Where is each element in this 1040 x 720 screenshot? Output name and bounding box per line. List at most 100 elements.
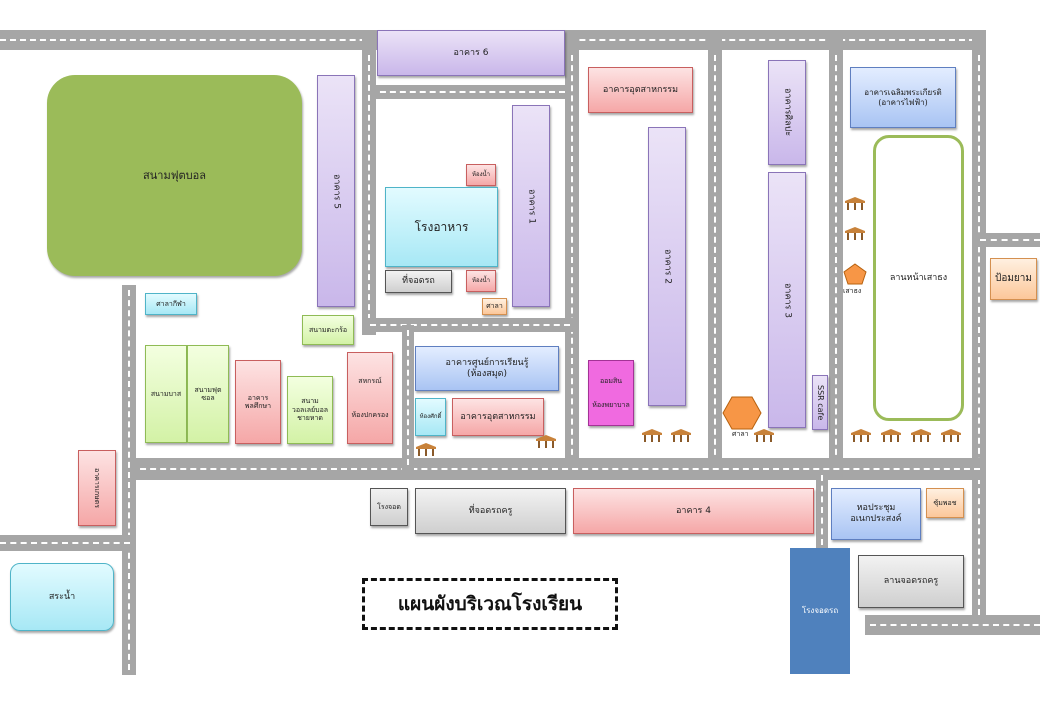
- counsel-room: ห้องศักดิ์: [415, 398, 446, 436]
- industrial-building-label: อาคารอุตสาหกรรม: [602, 84, 679, 95]
- map-title: แผนผังบริเวณโรงเรียน: [362, 578, 618, 630]
- pavilion-icon: [536, 435, 556, 448]
- learning-center: อาคารศูนย์การเรียนรู้ (ห้องสมุด): [415, 346, 559, 391]
- building-4: อาคาร 4: [573, 488, 814, 534]
- building-1: อาคาร 1: [512, 105, 550, 307]
- building-1-label: อาคาร 1: [526, 188, 537, 224]
- road-v-405-dash: [407, 330, 409, 465]
- flagpole-icon: [843, 263, 867, 285]
- learning-center-label: อาคารศูนย์การเรียนรู้ (ห้องสมุด): [445, 357, 529, 379]
- agri-building-label: อาคารเกษตร: [93, 467, 102, 509]
- agriculture-building-label: อาคารอุตสาหกรรม: [460, 411, 536, 422]
- pavilion-icon: [642, 429, 662, 442]
- futsal-court-label: สนามฟุตซอล: [194, 385, 222, 402]
- pavilion-icon: [416, 443, 436, 456]
- takraw-court-label: สนามตะกร้อ: [308, 325, 348, 334]
- building-3: อาคาร 3: [768, 172, 806, 428]
- building-5-label: อาคาร 5: [331, 173, 342, 209]
- volleyball-court-label: สนามวอลเลย์บอลชายหาด: [291, 397, 329, 423]
- art-building-label: อาคารศิลปะ: [782, 88, 793, 137]
- building-2-label: อาคาร 2: [662, 249, 673, 284]
- restroom-bottom: ห้องน้ำ: [466, 270, 496, 292]
- guard-post: ป้อมยาม: [990, 258, 1037, 300]
- auditorium-label: หอประชุมอเนกประสงค์: [850, 503, 902, 524]
- road-v-710-dash: [714, 55, 716, 465]
- admin-room-label: ห้องปกครอง: [351, 411, 389, 419]
- club-room: ซุ้มพอช: [926, 488, 964, 518]
- road-v-830-dash: [835, 55, 837, 465]
- staff-parking-lot-label: ลานจอดรถครู: [883, 576, 939, 587]
- gym-building: อาคารพลศึกษา: [235, 360, 281, 444]
- guard-post-label: ป้อมยาม: [994, 273, 1032, 284]
- building-5: อาคาร 5: [317, 75, 355, 307]
- staff-parking-lot: ลานจอดรถครู: [858, 555, 964, 608]
- restroom-top-label: ห้องน้ำ: [472, 171, 490, 179]
- road-inner-top-dash: [370, 91, 565, 93]
- road-right-branch-dash: [980, 239, 1040, 241]
- pool-label: สระน้ำ: [48, 591, 76, 602]
- gym-label: อาคารพลศึกษา: [244, 393, 272, 410]
- art-building: อาคารศิลปะ: [768, 60, 806, 165]
- chaloem-building: อาคารเฉลิมพระเกียรติ (อาคารไฟฟ้า): [850, 67, 956, 128]
- pavilion-icon: [881, 429, 901, 442]
- road-v-820-dash: [821, 475, 823, 545]
- flagpole-label: เสาธง: [843, 287, 862, 295]
- shed-small-label: โรงจอด: [377, 502, 401, 511]
- volleyball-court: สนามวอลเลย์บอลชายหาด: [287, 376, 333, 444]
- hexagon-sala-icon: [722, 396, 762, 430]
- agriculture-building: อาคารอุตสาหกรรม: [452, 398, 544, 436]
- savings-label: ออมสิน: [599, 376, 623, 385]
- road-v-left-dash: [128, 290, 130, 670]
- pavilion-icon: [941, 429, 961, 442]
- building-6-label: อาคาร 6: [453, 47, 489, 58]
- pavilion-icon: [845, 197, 865, 210]
- sala-center: ศาลา: [482, 298, 507, 315]
- building-4-label: อาคาร 4: [676, 505, 711, 516]
- restroom-bottom-label: ห้องน้ำ: [472, 277, 490, 285]
- agri-building: อาคารเกษตร: [78, 450, 116, 526]
- coop-label: สหกรณ์: [358, 376, 382, 385]
- building-3-label: อาคาร 3: [782, 282, 793, 318]
- sports-pavilion: ศาลากีฬา: [145, 293, 197, 315]
- canteen-label: โรงอาหาร: [414, 219, 469, 234]
- ssr-cafe: SSR cafe: [812, 375, 828, 430]
- football-field-label: สนามฟุตบอล: [143, 168, 206, 182]
- road-left-branch-dash: [0, 542, 130, 544]
- flag-plaza: ลานหน้าเสาธง: [873, 135, 964, 421]
- staff-parking-label: ที่จอดรถครู: [468, 505, 513, 516]
- savings-nurse: ออมสิน ห้องพยาบาล: [588, 360, 634, 426]
- ssr-cafe-label: SSR cafe: [815, 384, 825, 421]
- sala-center-label: ศาลา: [486, 302, 503, 311]
- coop-admin: สหกรณ์ ห้องปกครอง: [347, 352, 393, 444]
- club-room-label: ซุ้มพอช: [933, 498, 957, 507]
- parking-small: ที่จอดรถ: [385, 270, 452, 293]
- chaloem-building-label: อาคารเฉลิมพระเกียรติ (อาคารไฟฟ้า): [864, 87, 942, 107]
- canteen: โรงอาหาร: [385, 187, 498, 267]
- futsal-court: สนามฟุตซอล: [187, 345, 229, 443]
- pool: สระน้ำ: [10, 563, 114, 631]
- pavilion-icon: [911, 429, 931, 442]
- pavilion-icon: [671, 429, 691, 442]
- bike-shed-label: โรงจอดรถ: [801, 606, 839, 616]
- basketball-court-label: สนามบาส: [150, 389, 182, 398]
- flag-plaza-label: ลานหน้าเสาธง: [889, 272, 948, 283]
- building-2: อาคาร 2: [648, 127, 686, 406]
- building-6: อาคาร 6: [377, 30, 565, 76]
- map-title-text: แผนผังบริเวณโรงเรียน: [397, 593, 583, 615]
- pavilion-icon: [851, 429, 871, 442]
- football-field: สนามฟุตบอล: [47, 75, 302, 276]
- road-bottom-right-dash: [870, 624, 1040, 626]
- counsel-room-label: ห้องศักดิ์: [419, 413, 442, 421]
- hexagon-sala-label: ศาลา: [732, 430, 749, 438]
- road-main-h-dash: [130, 468, 980, 470]
- parking-small-label: ที่จอดรถ: [402, 276, 435, 287]
- road-mid-h-dash: [370, 324, 570, 326]
- restroom-top: ห้องน้ำ: [466, 164, 496, 186]
- shed-small: โรงจอด: [370, 488, 408, 526]
- pavilion-icon: [754, 429, 774, 442]
- takraw-court: สนามตะกร้อ: [302, 315, 354, 345]
- nurse-label: ห้องพยาบาล: [592, 401, 630, 409]
- bike-shed: โรงจอดรถ: [790, 548, 850, 674]
- auditorium: หอประชุมอเนกประสงค์: [831, 488, 921, 540]
- road-v-975-dash: [978, 55, 980, 615]
